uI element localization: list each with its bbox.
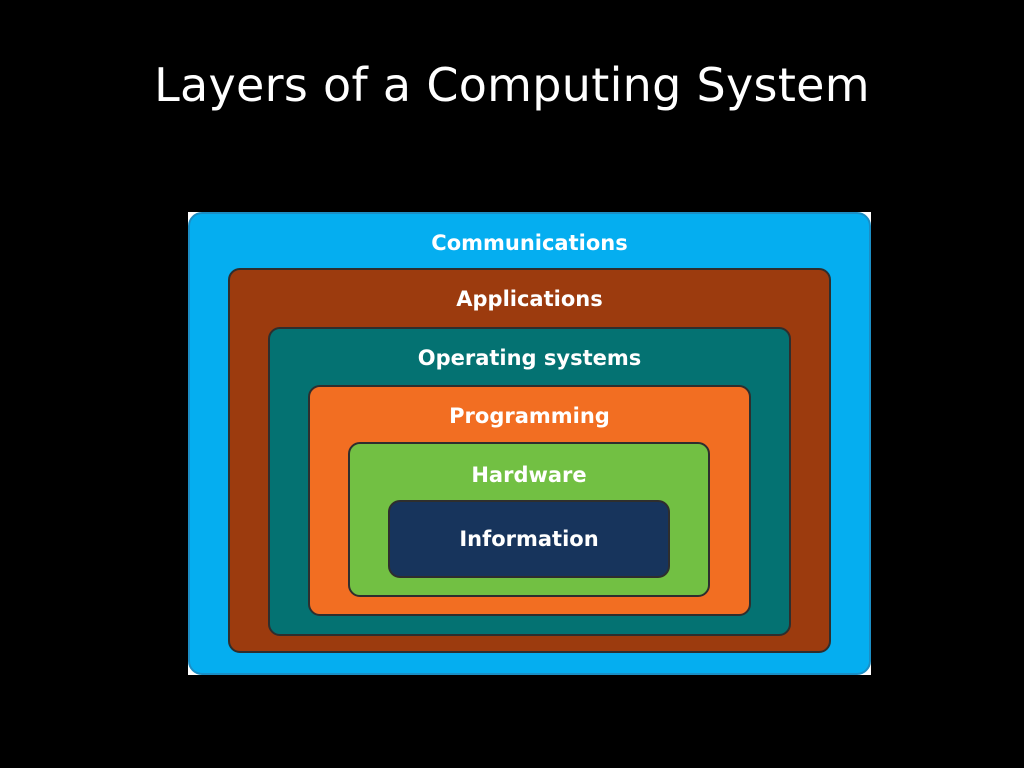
layer-label-communications: Communications <box>431 231 628 255</box>
layer-label-information: Information <box>459 527 599 551</box>
layer-label-hardware: Hardware <box>471 463 587 487</box>
layer-information: Information <box>388 500 670 578</box>
layer-label-applications: Applications <box>456 287 603 311</box>
layers-diagram: Communications Applications Operating sy… <box>188 212 871 675</box>
layer-label-programming: Programming <box>449 404 610 428</box>
layer-label-operating-systems: Operating systems <box>417 346 642 370</box>
slide-title: Layers of a Computing System <box>154 58 870 112</box>
